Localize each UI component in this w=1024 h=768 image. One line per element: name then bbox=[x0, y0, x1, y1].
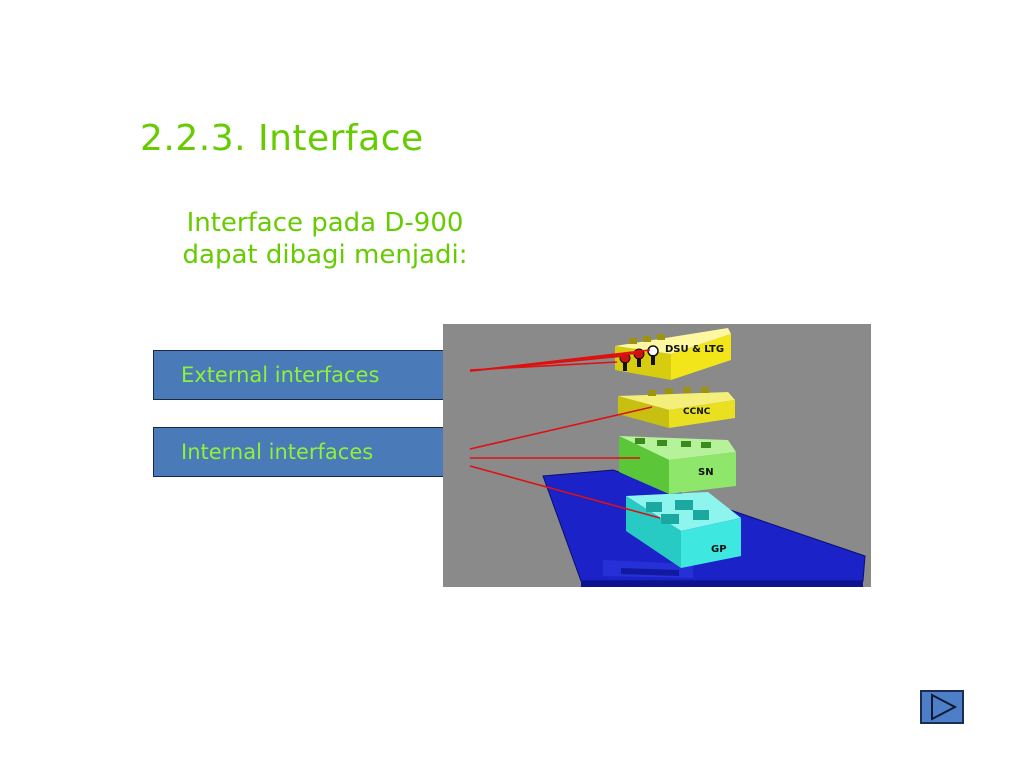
subtitle-line-2: dapat dibagi menjadi: bbox=[182, 240, 468, 270]
dsu-ltg-module: DSU & LTG bbox=[615, 328, 731, 380]
external-interfaces-label: External interfaces bbox=[153, 350, 468, 400]
ccnc-module: CCNC bbox=[618, 387, 735, 428]
internal-interfaces-label: Internal interfaces bbox=[153, 427, 468, 477]
ccnc-label: CCNC bbox=[683, 407, 711, 417]
dsu-ltg-label: DSU & LTG bbox=[665, 344, 724, 355]
slide-subtitle: Interface pada D-900 dapat dibagi menjad… bbox=[150, 207, 500, 271]
next-slide-button[interactable] bbox=[920, 690, 964, 724]
play-triangle-icon bbox=[931, 693, 958, 721]
subtitle-line-1: Interface pada D-900 bbox=[186, 208, 464, 238]
d900-stack-diagram: GP SN CCNC bbox=[443, 324, 871, 587]
sn-label: SN bbox=[698, 467, 714, 478]
gp-label: GP bbox=[711, 544, 727, 555]
slide-title: 2.2.3. Interface bbox=[140, 118, 424, 159]
stack-illustration: GP SN CCNC bbox=[542, 328, 866, 587]
